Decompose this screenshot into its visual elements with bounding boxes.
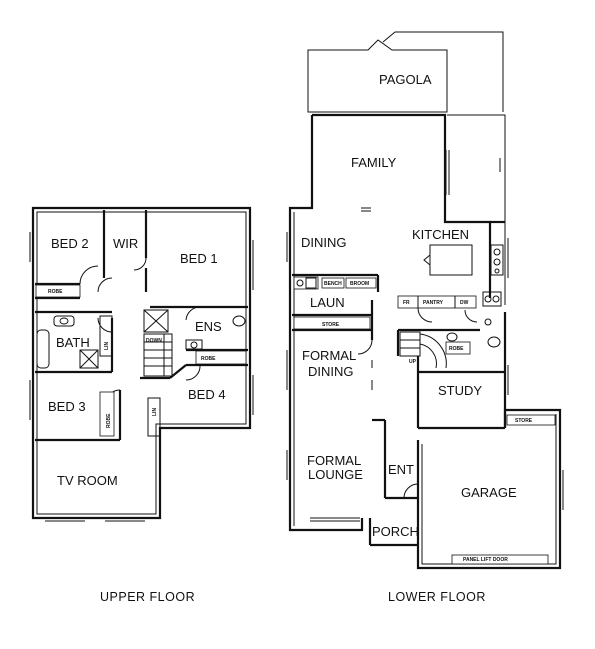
label-stair-down: DOWN: [146, 338, 162, 344]
room-formal-dining-1: FORMAL: [302, 348, 356, 363]
shower: [79, 349, 99, 369]
caption-upper-floor: UPPER FLOOR: [100, 590, 195, 604]
store-laun: [293, 316, 371, 330]
room-formal-lounge-1: FORMAL: [307, 453, 361, 468]
label-robe-bed4: ROBE: [201, 356, 216, 362]
label-dw: DW: [460, 300, 469, 306]
room-ent: ENT: [388, 462, 414, 477]
room-family: FAMILY: [351, 155, 397, 170]
room-bed1: BED 1: [180, 251, 218, 266]
room-tv-room: TV ROOM: [57, 473, 118, 488]
room-formal-dining-2: DINING: [308, 364, 354, 379]
broom: [345, 277, 377, 289]
ens-basin: [185, 339, 203, 350]
store-garage: [506, 414, 556, 426]
robe-bed4: [195, 350, 247, 365]
bath-basin: [53, 315, 75, 327]
label-robe-lower: ROBE: [449, 346, 464, 352]
lower-toilet-basin: [446, 332, 458, 342]
room-bath: BATH: [56, 335, 90, 350]
label-robe-bed3: ROBE: [106, 413, 112, 428]
robe-bed2: [35, 284, 81, 298]
label-robe-bed2: ROBE: [48, 289, 63, 295]
room-study: STUDY: [438, 383, 482, 398]
label-fr: FR: [403, 300, 410, 306]
robe-lower: [445, 341, 471, 355]
cooktop: [490, 244, 504, 276]
label-store-laun: STORE: [322, 322, 340, 328]
kitchen-sink: [482, 291, 502, 307]
room-pagola: PAGOLA: [379, 72, 432, 87]
room-dining: DINING: [301, 235, 347, 250]
label-stair-up: UP: [409, 359, 417, 365]
kitchen-island: [429, 244, 473, 276]
bathtub: [36, 329, 50, 369]
label-lin-hall: LIN: [152, 408, 158, 416]
label-pantry: PANTRY: [423, 300, 444, 306]
upper-floor-labels: BED 2 WIR BED 1 BATH ENS BED 3 BED 4 TV …: [48, 236, 226, 604]
label-broom: BROOM: [350, 281, 369, 287]
room-bed4: BED 4: [188, 387, 226, 402]
bench: [321, 277, 345, 289]
robe-bed3: [99, 391, 115, 437]
label-lin-bath: LIN: [104, 342, 110, 350]
lower-toilet: [487, 336, 501, 348]
lower-stair: [399, 331, 421, 357]
upper-floor-fixtures: [29, 232, 254, 522]
room-ens: ENS: [195, 319, 222, 334]
room-bed3: BED 3: [48, 399, 86, 414]
room-bed2: BED 2: [51, 236, 89, 251]
room-laun: LAUN: [310, 295, 345, 310]
ens-shower: [143, 309, 169, 333]
room-kitchen: KITCHEN: [412, 227, 469, 242]
room-garage: GARAGE: [461, 485, 517, 500]
label-panel-lift-door: PANEL LIFT DOOR: [463, 557, 508, 563]
label-bench: BENCH: [324, 281, 342, 287]
ens-toilet: [232, 315, 246, 327]
label-store-garage: STORE: [515, 418, 533, 424]
room-formal-lounge-2: LOUNGE: [308, 467, 363, 482]
linen-bath: [99, 315, 113, 357]
room-wir: WIR: [113, 236, 138, 251]
lower-floor-walls: [288, 31, 562, 570]
panel-lift-door: [451, 554, 549, 565]
upper-stair: [143, 333, 173, 377]
caption-lower-floor: LOWER FLOOR: [388, 590, 486, 604]
lower-floor-fixtures: [286, 150, 564, 522]
lower-floor-labels: PAGOLA FAMILY DINING KITCHEN LAUN FORMAL…: [301, 72, 533, 604]
room-porch: PORCH: [372, 524, 419, 539]
